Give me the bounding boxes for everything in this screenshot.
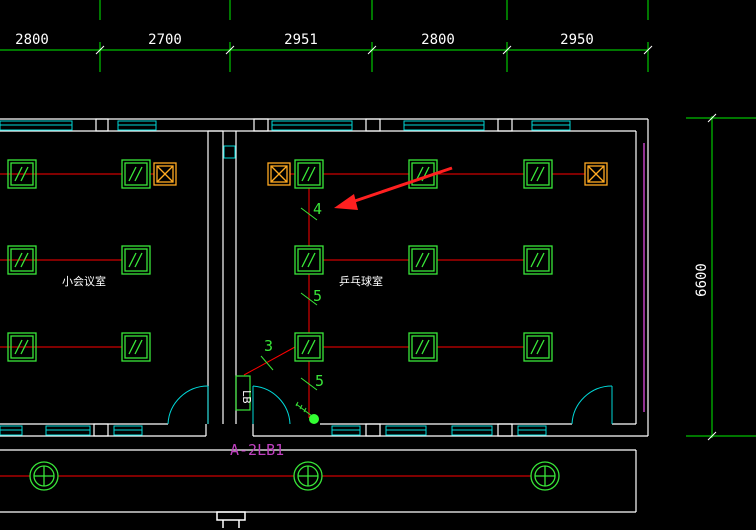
light-fixture [294,332,324,362]
exhaust-fan-icon [153,162,177,186]
light-fixture [7,332,37,362]
dimension-label-2: 2700 [148,32,182,48]
light-fixture [294,245,324,275]
round-light-icon [293,461,323,491]
light-fixture [523,332,553,362]
light-fixture [408,332,438,362]
entry-marker [216,511,246,528]
annotation-arrow-icon [334,166,453,210]
light-fixture [408,245,438,275]
distribution-box-label: LB [240,390,253,404]
dimension-label-4: 2800 [421,32,455,48]
corridor-lights [29,461,560,491]
doors [167,385,613,425]
exhaust-fan-icon [267,162,291,186]
wiring [0,173,585,477]
dimension-chain-right [686,116,756,438]
walls [0,118,649,513]
windows [0,120,571,436]
distribution-box [235,375,251,411]
light-fixture [121,159,151,189]
wire-count-label-2: 5 [313,287,322,305]
round-light-icon [530,461,560,491]
room-label-meeting: 小会议室 [62,274,106,288]
room-label-table-tennis: 乒乓球室 [339,274,383,288]
light-fixture [523,159,553,189]
exhaust-fans [153,162,608,186]
light-fixture [121,245,151,275]
light-fixture [7,159,37,189]
riser-icon [295,401,319,424]
dimension-ticks-top [95,45,653,55]
wire-count-label-4: 5 [315,372,324,390]
dimension-label-5: 2950 [560,32,594,48]
light-fixture [294,159,324,189]
dimension-ticks-right [707,113,717,441]
dimension-label-3: 2951 [284,32,318,48]
dimension-label-vertical: 6600 [694,263,710,297]
wire-ticks [260,207,318,391]
light-fixture [7,245,37,275]
panel-label: A-2LB1 [230,441,284,459]
dimension-label-1: 2800 [15,32,49,48]
light-fixtures [7,159,553,362]
round-light-icon [29,461,59,491]
light-fixture [121,332,151,362]
dimension-chain-top [0,0,649,72]
wire-count-label-1: 4 [313,200,322,218]
light-fixture [523,245,553,275]
wire-count-label-3: 3 [264,337,273,355]
exhaust-fan-icon [584,162,608,186]
